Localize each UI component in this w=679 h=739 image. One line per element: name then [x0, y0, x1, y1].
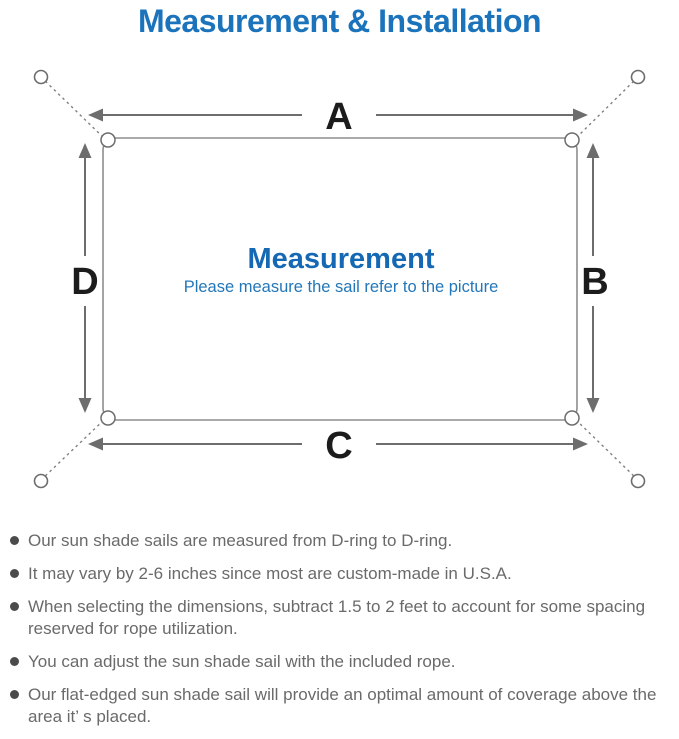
list-item: It may vary by 2-6 inches since most are…	[10, 563, 675, 585]
arrowhead-down-icon	[586, 398, 600, 413]
note-text: It may vary by 2-6 inches since most are…	[28, 564, 512, 583]
sail-outline	[102, 137, 578, 421]
bullet-icon	[10, 569, 19, 578]
measurement-diagram: A B C D Measurement Please measure the s…	[33, 69, 646, 489]
anchor-ring-top-right-icon	[630, 69, 646, 85]
bullet-icon	[10, 536, 19, 545]
diagram-center-subtitle: Please measure the sail refer to the pic…	[184, 278, 499, 296]
arrowhead-down-icon	[78, 398, 92, 413]
anchor-ring-icons	[33, 69, 646, 489]
bullet-icon	[10, 602, 19, 611]
d-ring-top-left-icon	[100, 132, 116, 148]
note-text: When selecting the dimensions, subtract …	[28, 597, 646, 638]
dimension-arrow-d	[78, 143, 92, 413]
arrowhead-left-icon	[88, 108, 103, 122]
dimension-arrow-c	[88, 437, 588, 451]
list-item: Our flat-edged sun shade sail will provi…	[10, 684, 675, 728]
notes-list: Our sun shade sails are measured from D-…	[0, 523, 679, 728]
corner-d-ring-icons	[100, 132, 580, 426]
arrowhead-left-icon	[88, 437, 103, 451]
bullet-icon	[10, 690, 19, 699]
anchor-ring-bottom-left-icon	[33, 473, 49, 489]
dimension-arrow-a	[88, 108, 588, 122]
note-text: You can adjust the sun shade sail with t…	[28, 652, 456, 671]
d-ring-bottom-left-icon	[100, 410, 116, 426]
dimension-label-d: D	[71, 261, 98, 303]
anchor-ring-bottom-right-icon	[630, 473, 646, 489]
arrowhead-up-icon	[586, 143, 600, 158]
arrowhead-up-icon	[78, 143, 92, 158]
page-title: Measurement & Installation	[137, 3, 542, 39]
dimension-label-b: B	[581, 261, 608, 303]
rope-dashed-lines	[40, 76, 639, 481]
note-text: Our flat-edged sun shade sail will provi…	[28, 685, 657, 726]
note-text: Our sun shade sails are measured from D-…	[28, 531, 453, 550]
dimension-arrows	[78, 108, 600, 451]
list-item: When selecting the dimensions, subtract …	[10, 596, 675, 640]
list-item: You can adjust the sun shade sail with t…	[10, 651, 675, 673]
d-ring-top-right-icon	[564, 132, 580, 148]
diagram-center-title: Measurement	[248, 243, 435, 275]
arrowhead-right-icon	[573, 108, 588, 122]
arrowhead-right-icon	[573, 437, 588, 451]
dimension-label-c: C	[325, 425, 352, 467]
bullet-icon	[10, 657, 19, 666]
d-ring-bottom-right-icon	[564, 410, 580, 426]
dimension-arrow-b	[586, 143, 600, 413]
list-item: Our sun shade sails are measured from D-…	[10, 530, 675, 552]
dimension-label-a: A	[325, 96, 352, 138]
anchor-ring-top-left-icon	[33, 69, 49, 85]
